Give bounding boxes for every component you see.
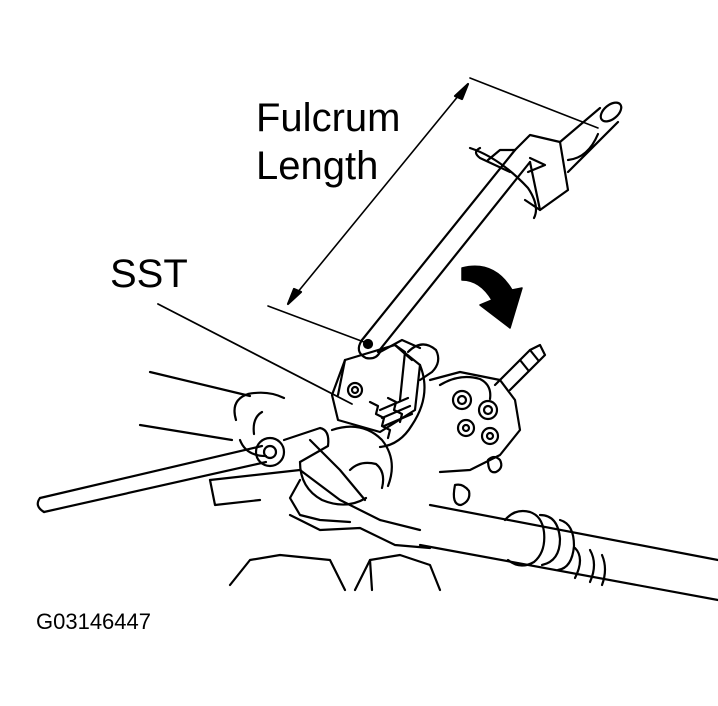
sst-label: SST xyxy=(110,252,188,296)
fulcrum-dimension xyxy=(267,77,599,343)
figure-code: G03146447 xyxy=(36,609,151,634)
rack-housing xyxy=(138,370,718,602)
fulcrum-label: Fulcrum xyxy=(256,96,401,140)
pinion-coupling xyxy=(288,425,393,524)
torque-wrench xyxy=(357,101,623,362)
sst-wrench-head xyxy=(330,343,440,449)
curved-arrow-icon xyxy=(461,265,523,329)
steering-bar xyxy=(36,426,330,514)
sst-leader-line xyxy=(157,303,353,405)
length-label: Length xyxy=(256,144,379,188)
valve-housing xyxy=(428,343,547,507)
